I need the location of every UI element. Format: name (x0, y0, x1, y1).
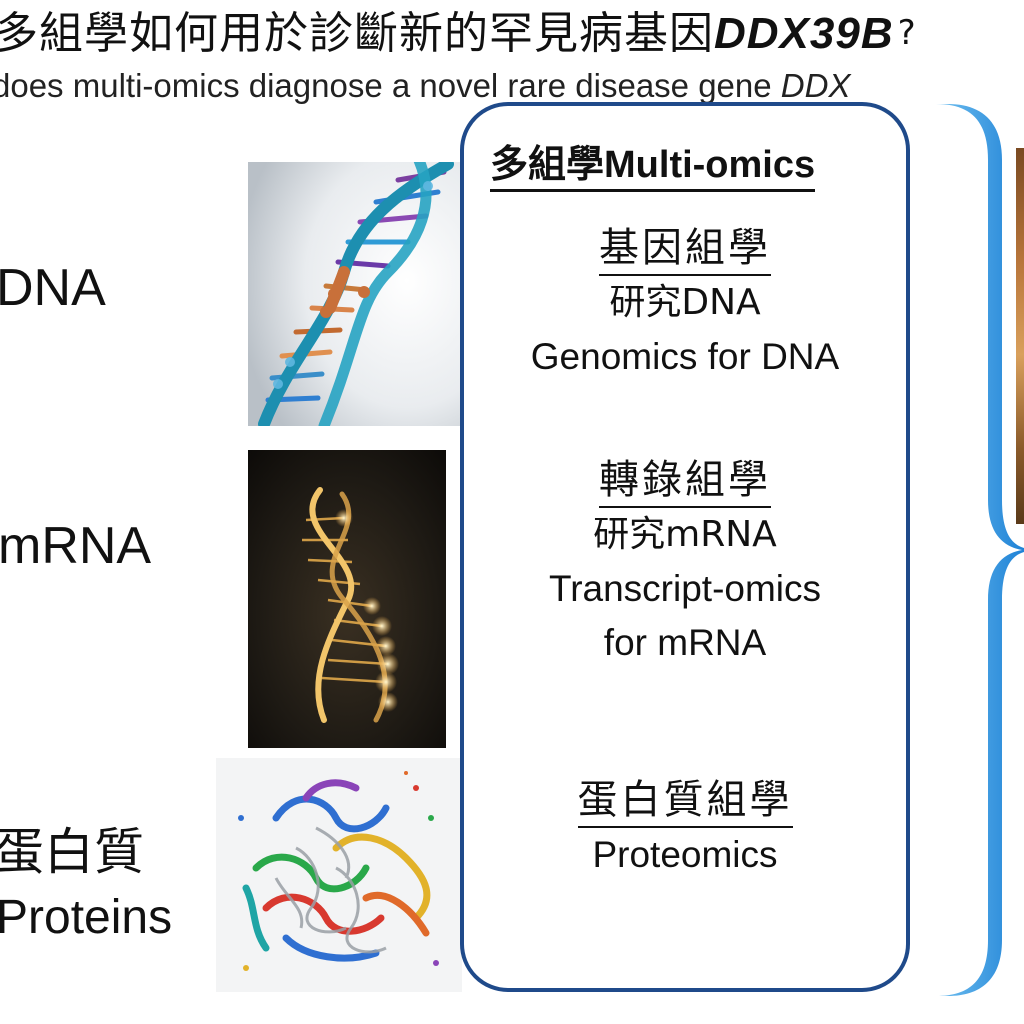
title-chinese-gene: DDX39B (714, 9, 894, 58)
title-chinese-text: 多組學如何用於診斷新的罕見病基因 (0, 8, 714, 59)
curly-bracket-icon (936, 104, 1024, 996)
dna-double-helix-image (248, 162, 460, 426)
title-english-text: does multi-omics diagnose a novel rare d… (0, 67, 781, 104)
genomics-title: 基因組學 (599, 224, 771, 276)
title-english-gene: DDX (780, 67, 851, 104)
label-dna: DNA (0, 259, 106, 317)
label-mrna: mRNA (0, 517, 152, 575)
transcriptomics-english-line1: Transcript-omics (548, 568, 822, 609)
multi-omics-header-chinese: 多組學 (490, 142, 605, 186)
multi-omics-header-english: Multi-omics (604, 144, 816, 186)
genomics-section: 基因組學 研究DNA Genomics for DNA (464, 224, 906, 384)
genomics-english: Genomics for DNA (530, 336, 840, 377)
label-protein-chinese: 蛋白質 (0, 823, 144, 881)
cropped-photo-image (1016, 148, 1024, 524)
title-chinese: 多組學如何用於診斷新的罕見病基因DDX39B? (0, 8, 917, 63)
transcriptomics-english-line2: for mRNA (603, 622, 767, 663)
protein-structure-image (216, 758, 462, 992)
title-english: does multi-omics diagnose a novel rare d… (0, 66, 850, 106)
proteomics-english: Proteomics (592, 834, 778, 875)
golden-helix-image (248, 450, 446, 748)
transcriptomics-study-mrna: 研究mRNA (593, 514, 777, 555)
label-protein-english: Proteins (0, 891, 173, 944)
transcriptomics-section: 轉錄組學 研究mRNA Transcript-omics for mRNA (464, 456, 906, 670)
title-question-mark: ? (897, 13, 917, 53)
genomics-study-dna: 研究DNA (609, 282, 761, 323)
transcriptomics-title: 轉錄組學 (599, 456, 771, 508)
multi-omics-box: 多組學Multi-omics 基因組學 研究DNA Genomics for D… (460, 102, 910, 992)
proteomics-section: 蛋白質組學 Proteomics (464, 776, 906, 882)
multi-omics-header: 多組學Multi-omics (490, 142, 816, 192)
proteomics-title: 蛋白質組學 (577, 776, 793, 828)
